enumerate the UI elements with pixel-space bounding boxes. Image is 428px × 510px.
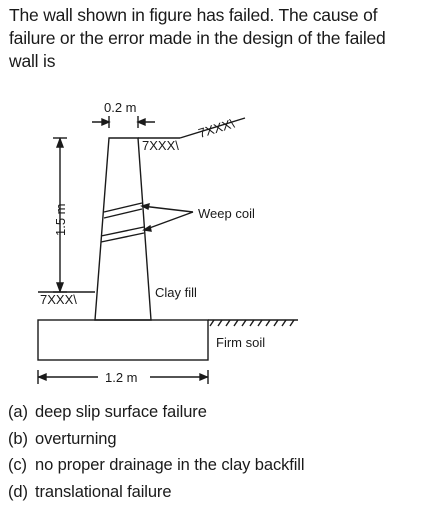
- firm-soil-label: Firm soil: [216, 335, 265, 350]
- option-letter: (a): [8, 403, 28, 421]
- option-letter: (c): [8, 456, 27, 474]
- option-letter: (b): [8, 429, 28, 448]
- weep-hole-lower: [100, 226, 145, 243]
- base-width-label: 1.2 m: [105, 370, 138, 385]
- answer-options: (a) deep slip surface failure (b) overturn…: [8, 399, 305, 506]
- wall-stem: [94, 137, 152, 321]
- top-width-label: 0.2 m: [104, 100, 137, 115]
- option-letter: (d): [8, 482, 28, 501]
- ground-hatch-front: 7XXX\: [40, 292, 77, 307]
- weep-coil-leader-upper: [141, 205, 194, 213]
- option-text: translational failure: [35, 482, 172, 501]
- height-label: 1.5 m: [53, 203, 68, 236]
- backfill-surface-slope: [179, 117, 246, 139]
- weep-hole-upper: [103, 202, 143, 219]
- wall-footing: [37, 319, 209, 361]
- option-d[interactable]: (d) translational failure: [8, 479, 304, 506]
- option-a[interactable]: (a) deep slip surface failure: [8, 399, 304, 426]
- question-text: The wall shown in figure has failed. The…: [9, 5, 386, 71]
- option-b[interactable]: (b) overturning: [8, 426, 304, 453]
- option-text: deep slip surface failure: [35, 403, 207, 421]
- ground-hatch-slope: 7XXX\: [196, 116, 236, 141]
- option-c[interactable]: (c) no proper drainage in the clay backfi…: [8, 452, 305, 479]
- option-text: no proper drainage in the clay backfill: [35, 456, 305, 474]
- firm-soil-hatch: [209, 319, 295, 327]
- ground-hatch-top-wall: 7XXX\: [142, 138, 179, 153]
- clay-fill-label: Clay fill: [155, 285, 197, 300]
- weep-coil-leader-lower: [143, 211, 194, 231]
- option-text: overturning: [35, 429, 117, 448]
- weep-coil-label: Weep coil: [198, 206, 255, 221]
